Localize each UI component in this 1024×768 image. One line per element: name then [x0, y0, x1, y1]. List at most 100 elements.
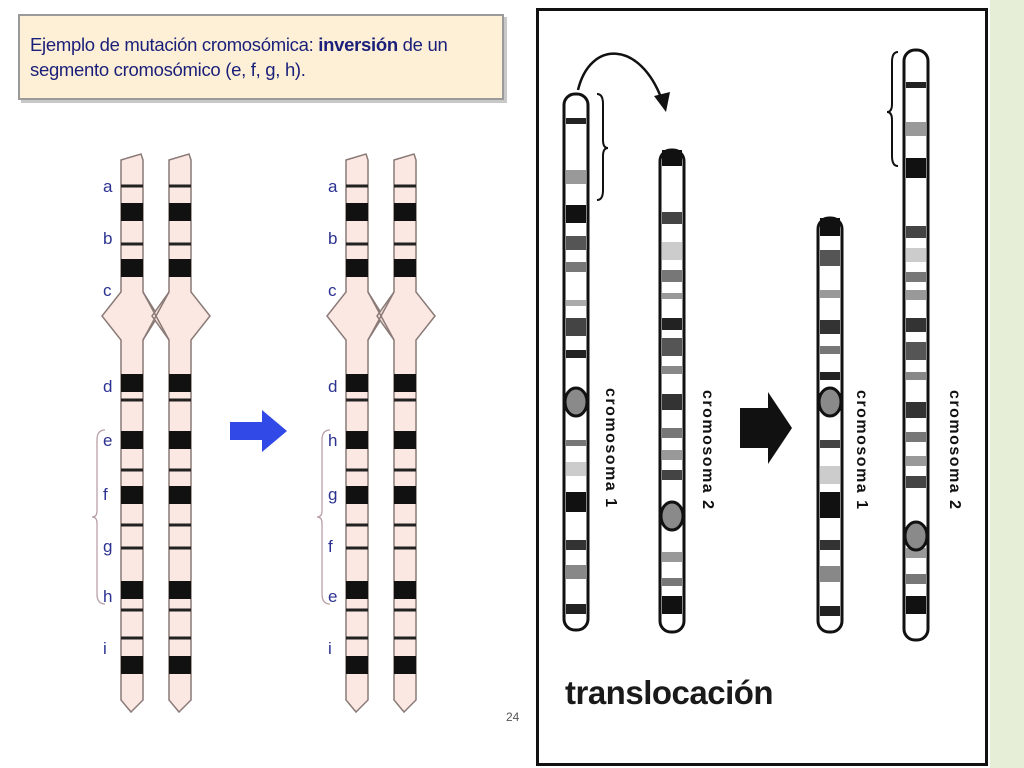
before-band-line: [169, 468, 191, 472]
translocation-chr1-before: [562, 92, 590, 632]
before-band-line: [169, 184, 191, 188]
translocation-chr1-before-band: [566, 262, 586, 272]
translocation-chr1-before-band: [566, 492, 586, 512]
before-band-line: [169, 546, 191, 550]
after-band: [346, 374, 368, 392]
before-band-line: [121, 398, 143, 402]
translocation-curved-arrowhead: [654, 92, 670, 112]
after-band-letter: h: [328, 431, 337, 450]
side-strip: [990, 0, 1024, 768]
after-band: [394, 374, 416, 392]
translocation-chr1-before-band: [566, 604, 586, 614]
after-band-line: [346, 242, 368, 246]
before-band-line: [121, 636, 143, 640]
before-chromosome: [101, 153, 211, 714]
title-bold-word: inversión: [318, 34, 398, 55]
translocation-chr2-after-band: [906, 596, 926, 614]
translocation-chr2-before-band: [662, 596, 682, 614]
translocation-chr1-after-centromere: [817, 386, 843, 418]
slide-number: 24: [506, 710, 520, 724]
before-band: [121, 203, 143, 221]
translocation-chr1-before-band: [566, 170, 586, 184]
after-band-line: [346, 546, 368, 550]
translocated-segment-brace-before: [596, 93, 609, 201]
translocation-chr1-before-band: [566, 205, 586, 223]
after-band-letter: d: [328, 377, 337, 396]
translocation-curved-arrow: [576, 52, 664, 101]
translocation-chr1-before-band: [566, 350, 586, 358]
before-band: [121, 431, 143, 449]
before-band-line: [121, 468, 143, 472]
before-band: [121, 374, 143, 392]
before-band-letter: c: [103, 281, 112, 300]
after-band-line: [394, 468, 416, 472]
translocation-chr2-after-band: [906, 272, 926, 282]
translocation-chr1-before-centromere: [563, 386, 589, 418]
inversion-panel: Ejemplo de mutación cromosómica: inversi…: [18, 14, 520, 724]
before-band-line: [121, 242, 143, 246]
translocation-chr2-after-band: [906, 290, 926, 300]
translocation-chr2-after-centromere: [903, 520, 929, 552]
translocation-chr2-before-centromere: [659, 500, 685, 532]
after-centromere: [367, 291, 395, 341]
before-band-line: [169, 398, 191, 402]
translocation-chr2-before-band: [662, 270, 682, 282]
translocation-chr1-before-band: [566, 540, 586, 550]
translocation-chr2-before-band: [662, 366, 682, 374]
translocation-chr1-after-band: [820, 250, 840, 266]
translocation-chr1-before-band: [566, 118, 586, 124]
translocation-chr2-after-band: [906, 122, 926, 136]
after-band-line: [394, 608, 416, 612]
translocation-chr2-after-band: [906, 158, 926, 178]
after-band: [394, 656, 416, 674]
after-band-letter: e: [328, 587, 337, 606]
after-band: [394, 486, 416, 504]
inversion-arrow: [230, 410, 287, 452]
translocation-chr2-after-band: [906, 226, 926, 238]
after-band-line: [346, 523, 368, 527]
after-band-line: [394, 242, 416, 246]
before-band-letter: d: [103, 377, 112, 396]
after-band: [394, 581, 416, 599]
translocation-chr1-after-band: [820, 372, 840, 380]
translocation-chr2-after-band: [906, 402, 926, 418]
translocation-chr1-after-band: [820, 218, 840, 236]
translocation-chr2-after: [902, 48, 930, 642]
translocation-chr1-after: [816, 216, 844, 634]
chromosome-2-label-before: cromosoma 2: [699, 390, 716, 511]
translocation-chr2-before: [658, 148, 686, 634]
before-band-letter: h: [103, 587, 112, 606]
after-band: [346, 259, 368, 277]
after-band-letter: f: [328, 537, 333, 556]
translocation-chr2-after-band: [906, 248, 926, 262]
translocation-chr2-before-band: [662, 450, 682, 460]
before-band-line: [121, 608, 143, 612]
before-band-letter: a: [103, 177, 113, 196]
after-band: [346, 203, 368, 221]
after-band: [346, 656, 368, 674]
translocation-chr2-after-band: [906, 82, 926, 88]
translocation-chr2-after-band: [906, 342, 926, 360]
before-band-line: [169, 523, 191, 527]
before-band: [169, 374, 191, 392]
before-band-letter: f: [103, 485, 108, 504]
before-band-line: [121, 184, 143, 188]
after-band-letter: a: [328, 177, 338, 196]
translocation-chr1-after-band: [820, 320, 840, 334]
translocation-chr1-before-band: [566, 565, 586, 579]
before-band: [169, 203, 191, 221]
translocation-label: translocación: [565, 674, 774, 711]
after-band-line: [346, 636, 368, 640]
after-band-line: [394, 184, 416, 188]
translocation-chr2-after-band: [906, 548, 926, 558]
translocation-chr2-after-band: [906, 372, 926, 380]
segment-brace-after: [316, 429, 331, 605]
translocation-chr2-before-band: [662, 428, 682, 438]
translocation-chr1-after-band: [820, 346, 840, 354]
after-band: [394, 203, 416, 221]
title-box: Ejemplo de mutación cromosómica: inversi…: [18, 14, 504, 100]
before-band-letter: g: [103, 537, 112, 556]
before-band-line: [121, 546, 143, 550]
before-band: [169, 431, 191, 449]
